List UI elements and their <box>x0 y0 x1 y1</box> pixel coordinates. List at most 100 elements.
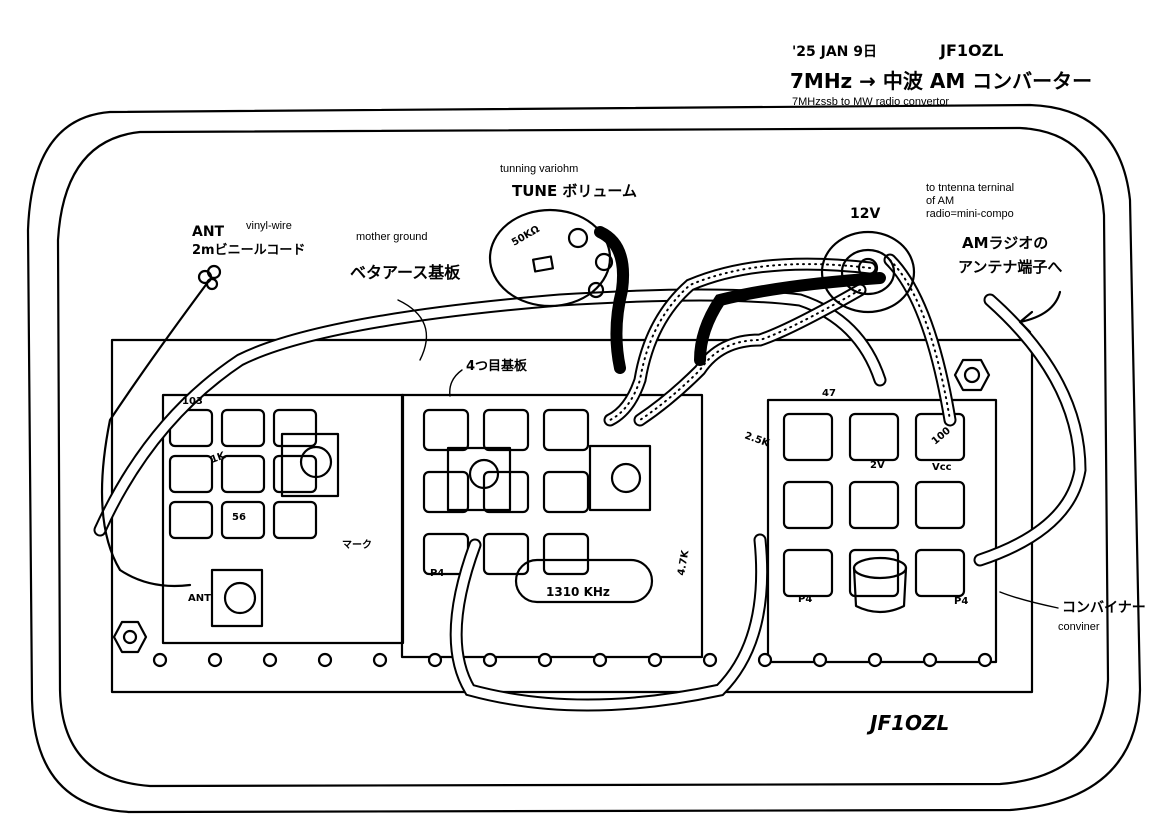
board-pad <box>220 408 266 448</box>
shielded-cable-b-dots <box>639 289 861 421</box>
board-pad <box>482 470 530 514</box>
tune-label-jp: TUNE ボリューム <box>512 182 637 200</box>
combiner-label-en: conviner <box>1058 621 1100 633</box>
comp-p4-b: P4 <box>798 594 812 605</box>
board-pad <box>422 408 470 452</box>
board-pad <box>782 412 834 462</box>
shielded-cable-c-dots <box>889 259 951 421</box>
comp-crystal: 1310 KHz <box>546 585 610 599</box>
solder-point <box>537 652 553 668</box>
am-label-en-3: radio=mini-compo <box>926 208 1014 220</box>
header-date: '25 JAN 9日 <box>792 44 877 60</box>
power-cable-black <box>694 272 886 366</box>
ground-pointer <box>397 299 428 361</box>
board-pad <box>782 548 834 598</box>
ground-wire-inner <box>95 290 885 535</box>
comp-47: 47 <box>822 388 836 399</box>
board-pad <box>272 454 318 494</box>
board-pad <box>422 470 470 514</box>
solder-point <box>702 652 718 668</box>
am-label-jp-2: アンテナ端子へ <box>958 258 1062 276</box>
pot-value-label: 50KΩ <box>510 224 542 249</box>
comp-ant: ANT <box>188 593 211 604</box>
comp-p4-c: P4 <box>954 596 968 607</box>
sub-board-3 <box>766 398 998 664</box>
shielded-cable-a-inner <box>605 259 875 425</box>
ground-label-jp: ベタアース基板 <box>350 263 461 282</box>
comp-103: 103 <box>182 396 203 407</box>
tune-label-en: tunning variohm <box>500 163 578 175</box>
solder-point <box>647 652 663 668</box>
board-pad <box>220 454 266 494</box>
am-label-jp-1: AMラジオの <box>962 234 1048 252</box>
crystal-icon <box>514 558 654 604</box>
ant-label-en: vinyl-wire <box>246 220 292 232</box>
solder-point <box>757 652 773 668</box>
comp-56: 56 <box>232 512 246 523</box>
board-pad <box>168 500 214 540</box>
board-pad <box>914 548 966 598</box>
tune-wire-black <box>594 226 629 374</box>
solder-point <box>977 652 993 668</box>
output-coax-inner <box>975 295 1085 565</box>
trimmer-pot-4 <box>210 568 264 628</box>
power-jack-icon <box>820 230 916 314</box>
solder-point <box>317 652 333 668</box>
board-pad <box>914 480 966 530</box>
comp-1k: 1K <box>209 450 228 466</box>
board-pad <box>542 470 590 514</box>
solder-point <box>922 652 938 668</box>
board-pad <box>220 500 266 540</box>
ant-label-2: 2mビニールコード <box>192 242 305 258</box>
solder-point <box>262 652 278 668</box>
board-pad <box>542 532 590 576</box>
solder-point <box>207 652 223 668</box>
loop-cable-inner <box>451 535 767 710</box>
comp-2v: 2V <box>870 460 885 471</box>
comp-mark: マーク <box>342 539 372 551</box>
header-title-jp: 7MHz → 中波 AM コンバーター <box>790 69 1092 93</box>
trimmer-pot-3 <box>588 444 652 512</box>
board-pad <box>272 500 318 540</box>
solder-point <box>482 652 498 668</box>
am-label-en-1: to tntenna terninal <box>926 182 1014 194</box>
tune-pot-icon <box>488 208 614 308</box>
board-pad <box>848 412 900 462</box>
board-pad <box>482 408 530 452</box>
board-pad <box>848 480 900 530</box>
comp-47k: 4.7K <box>676 548 691 576</box>
combiner-icon <box>852 556 908 614</box>
solder-point <box>152 652 168 668</box>
comp-vcc: Vcc <box>932 462 952 473</box>
board-pad <box>782 480 834 530</box>
callsign-bottom: JF1OZL <box>866 711 949 735</box>
ground-label-en: mother ground <box>356 231 428 243</box>
combiner-label-jp: コンバイナー <box>1062 600 1146 616</box>
antenna-coil-icon <box>197 264 222 291</box>
enclosure-outer <box>26 103 1142 814</box>
power-label: 12V <box>850 206 880 222</box>
comp-p4-a: P4 <box>430 568 444 579</box>
header-title-en: 7MHzssb to MW radio convertor <box>792 96 949 108</box>
header-callsign: JF1OZL <box>939 41 1003 60</box>
solder-point <box>372 652 388 668</box>
solder-point <box>427 652 443 668</box>
solder-point <box>867 652 883 668</box>
am-output-arrow <box>1018 290 1062 334</box>
board-pad <box>542 408 590 452</box>
solder-point <box>812 652 828 668</box>
board4-label: 4つ目基板 <box>466 358 528 374</box>
antenna-wire <box>100 280 210 588</box>
enclosure-inner <box>56 126 1110 788</box>
board-pad <box>272 408 318 448</box>
board-pad <box>168 454 214 494</box>
mounting-nut-right <box>953 358 991 392</box>
combiner-pointer <box>999 591 1059 609</box>
pad-grid <box>152 408 993 668</box>
am-label-en-2: of AM <box>926 195 954 207</box>
trimmer-pot-2 <box>446 446 512 512</box>
sub-board-2 <box>400 393 704 659</box>
solder-point <box>592 652 608 668</box>
